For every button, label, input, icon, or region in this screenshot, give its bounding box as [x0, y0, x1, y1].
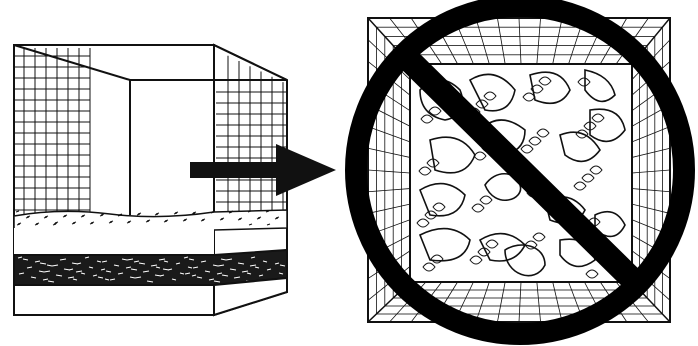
- wire-mesh: [14, 48, 90, 214]
- right-arrow-icon: [190, 144, 336, 196]
- open-bin-with-bedding-icon: [14, 45, 287, 315]
